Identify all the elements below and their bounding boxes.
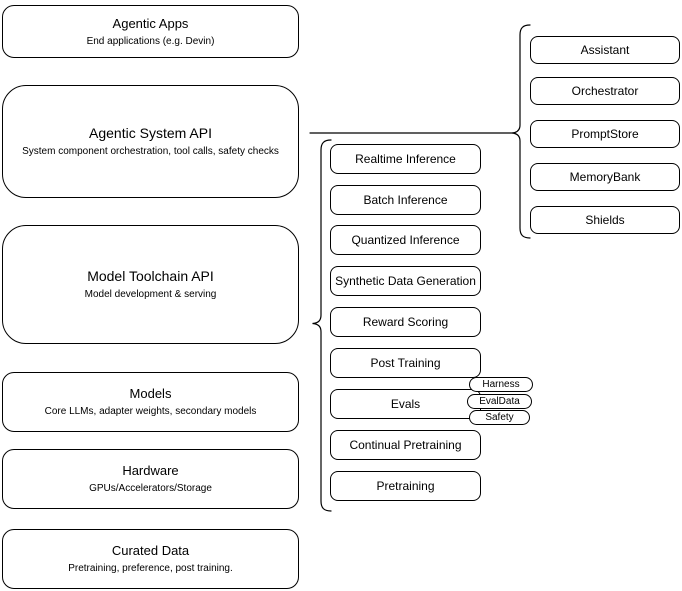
node-assistant: Assistant xyxy=(530,36,680,64)
node-title: Agentic System API xyxy=(89,125,212,141)
pill-safety: Safety xyxy=(469,410,530,425)
node-label: Reward Scoring xyxy=(362,315,449,329)
node-subtitle: GPUs/Accelerators/Storage xyxy=(89,483,212,494)
node-agentic-apps: Agentic Apps End applications (e.g. Devi… xyxy=(2,5,299,58)
node-label: Assistant xyxy=(580,43,630,57)
node-promptstore: PromptStore xyxy=(530,120,680,148)
node-quantized-inference: Quantized Inference xyxy=(330,225,481,255)
node-batch-inference: Batch Inference xyxy=(330,185,481,215)
node-label: PromptStore xyxy=(571,127,639,141)
node-reward-scoring: Reward Scoring xyxy=(330,307,481,337)
pill-label: Safety xyxy=(485,412,514,423)
node-title: Model Toolchain API xyxy=(87,268,214,284)
toolchain-brace xyxy=(312,139,332,512)
node-label: Shields xyxy=(585,213,625,227)
node-subtitle: Core LLMs, adapter weights, secondary mo… xyxy=(44,406,257,417)
node-orchestrator: Orchestrator xyxy=(530,77,680,105)
node-model-toolchain-api: Model Toolchain API Model development & … xyxy=(2,225,299,344)
node-models: Models Core LLMs, adapter weights, secon… xyxy=(2,372,299,432)
pill-label: EvalData xyxy=(479,396,520,407)
node-continual-pretraining: Continual Pretraining xyxy=(330,430,481,460)
node-label: Evals xyxy=(390,397,421,411)
node-title: Hardware xyxy=(122,463,179,478)
node-evals: Evals xyxy=(330,389,481,419)
node-subtitle: End applications (e.g. Devin) xyxy=(86,35,215,47)
node-title: Agentic Apps xyxy=(112,15,189,31)
node-label: Post Training xyxy=(370,356,441,370)
node-title: Curated Data xyxy=(111,543,190,558)
node-subtitle: Model development & serving xyxy=(84,289,217,300)
node-title: Models xyxy=(129,386,172,401)
node-post-training: Post Training xyxy=(330,348,481,378)
node-label: MemoryBank xyxy=(569,170,641,184)
node-shields: Shields xyxy=(530,206,680,234)
node-curated-data: Curated Data Pretraining, preference, po… xyxy=(2,529,299,589)
node-label: Realtime Inference xyxy=(355,152,456,166)
node-pretraining: Pretraining xyxy=(330,471,481,501)
node-agentic-system-api: Agentic System API System component orch… xyxy=(2,85,299,198)
pill-evaldata: EvalData xyxy=(467,394,532,409)
node-subtitle: System component orchestration, tool cal… xyxy=(22,146,279,157)
node-subtitle: Pretraining, preference, post training. xyxy=(68,563,233,574)
components-brace xyxy=(511,24,531,239)
node-label: Synthetic Data Generation xyxy=(335,274,476,288)
node-hardware: Hardware GPUs/Accelerators/Storage xyxy=(2,449,299,509)
node-label: Batch Inference xyxy=(363,193,448,207)
pill-harness: Harness xyxy=(469,377,533,392)
node-label: Continual Pretraining xyxy=(349,438,462,452)
node-label: Quantized Inference xyxy=(351,233,460,247)
node-label: Orchestrator xyxy=(571,84,639,98)
pill-label: Harness xyxy=(482,379,520,390)
node-memorybank: MemoryBank xyxy=(530,163,680,191)
node-label: Pretraining xyxy=(376,479,435,493)
node-realtime-inference: Realtime Inference xyxy=(330,144,481,174)
node-synthetic-data-generation: Synthetic Data Generation xyxy=(330,266,481,296)
